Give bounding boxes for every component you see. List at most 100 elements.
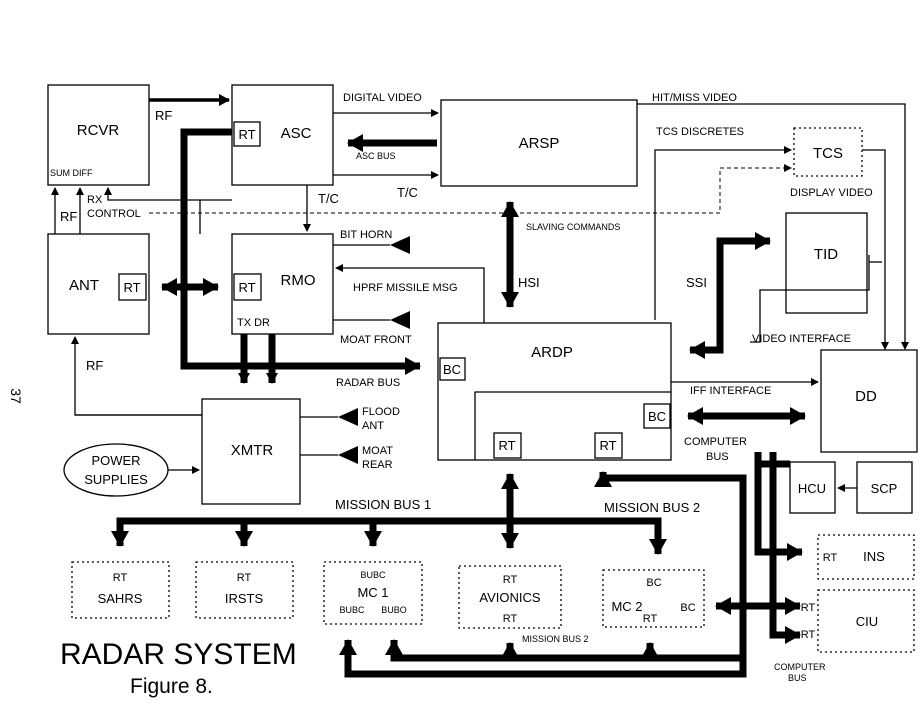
mission-bus-2-label: MISSION BUS 2 (604, 500, 700, 515)
ant-rt-port: RT (123, 280, 140, 295)
hsi-label: HSI (518, 275, 540, 290)
arsp-block: ARSP (440, 99, 638, 187)
thick-bus-lines (111, 128, 806, 678)
hit-miss-video-label: HIT/MISS VIDEO (652, 92, 737, 104)
display-video-label: DISPLAY VIDEO (790, 187, 873, 199)
signal-labels: RF DIGITAL VIDEO HIT/MISS VIDEO TCS DISC… (60, 92, 873, 683)
asc-rt-port: RT (238, 127, 255, 142)
ant-label: ANT (69, 277, 99, 294)
irsts-rt-port: RT (237, 572, 252, 584)
asc-label: ASC (281, 125, 312, 142)
mission-bus-2-small-label: MISSION BUS 2 (522, 634, 589, 644)
ardp-bc-port-left: BC (443, 362, 461, 377)
mc1-bubc-port-bottom: BUBC (339, 605, 365, 615)
asc-block: RT ASC (231, 84, 334, 186)
tcs-block: TCS (793, 127, 863, 177)
rcvr-sum-diff-label: SUM DIFF (50, 168, 93, 178)
rmo-rt-port: RT (238, 280, 255, 295)
rf-top-label: RF (155, 108, 172, 123)
computer-bus-small-label-1: COMPUTER (774, 662, 826, 672)
tc-down-label: T/C (318, 191, 339, 206)
mc2-block: BC MC 2 BC RT (602, 569, 705, 628)
rcvr-block: RCVR SUM DIFF (47, 84, 150, 186)
ardp-rt-port-2: RT (599, 438, 616, 453)
ciu-rt-port-1: RT (801, 602, 816, 614)
rmo-tx-dr-label: TX DR (237, 317, 270, 329)
ciu-label: CIU (856, 614, 878, 629)
computer-bus-ciu-line (769, 452, 801, 644)
xmtr-block: XMTR (201, 398, 301, 505)
avionics-rt-port-bottom: RT (503, 613, 518, 625)
rcvr-label: RCVR (77, 122, 120, 139)
hit-miss-video-line (637, 103, 909, 350)
diagram-title: RADAR SYSTEM (60, 638, 297, 671)
rf-ant-label: RF (86, 358, 103, 373)
computer-bus-small-label-2: BUS (788, 673, 807, 683)
tid-block: TID (785, 212, 868, 314)
ardp-rt-port-1: RT (498, 438, 515, 453)
moat-rear-label-2: REAR (362, 459, 393, 471)
tid-label: TID (814, 246, 838, 263)
ant-block: ANT RT (47, 233, 150, 335)
scp-block: SCP (856, 461, 913, 514)
rf-xmtr-loop (74, 400, 202, 416)
rf-left-label: RF (60, 209, 77, 224)
mc2-bc-port-top: BC (646, 577, 661, 589)
mission-bus-1-mc2-drop (510, 517, 667, 555)
mc1-block: BUBC MC 1 BUBC BUBO (323, 561, 423, 625)
rx-control-label-2: CONTROL (87, 208, 141, 220)
tc-right-label: T/C (397, 185, 418, 200)
flood-ant-label-2: ANT (362, 420, 384, 432)
hcu-label: HCU (798, 481, 826, 496)
mc2-rt-port: RT (643, 613, 658, 625)
mission-bus-1-label: MISSION BUS 1 (335, 497, 431, 512)
ardp-label: ARDP (531, 344, 573, 361)
rx-control-label-1: RX (87, 194, 103, 206)
avionics-rt-port-top: RT (503, 574, 518, 586)
bit-horn-label: BIT HORN (340, 229, 392, 241)
avionics-block: RT AVIONICS RT (458, 565, 562, 629)
figure-label: Figure 8. (130, 675, 213, 698)
ins-label: INS (863, 549, 885, 564)
ciu-block: RT RT CIU (801, 589, 915, 653)
radar-bus-label: RADAR BUS (336, 377, 400, 389)
sahrs-rt-port: RT (113, 572, 128, 584)
ardp-block: ARDP BC BC RT RT (437, 322, 672, 461)
thin-signal-lines (51, 94, 909, 492)
dd-block: DD (820, 349, 918, 453)
radar-bus-line (180, 128, 421, 375)
ssi-label: SSI (686, 275, 707, 290)
power-supplies-label-1: POWER (91, 453, 140, 468)
moat-rear-label-1: MOAT (362, 445, 393, 457)
moat-front-icon (390, 311, 410, 329)
flood-ant-icon (338, 408, 358, 426)
computer-bus-ins-line (754, 464, 803, 561)
rmo-label: RMO (281, 272, 316, 289)
sahrs-label: SAHRS (98, 591, 143, 606)
mission-bus-2-mc1-line (385, 639, 743, 662)
tcs-discretes-label: TCS DISCRETES (656, 126, 744, 138)
rmo-block: RT RMO TX DR (231, 233, 334, 335)
ssi-bus-line (689, 232, 771, 359)
display-video-line (862, 149, 889, 350)
hcu-block: HCU (789, 461, 836, 514)
mc1-bubc-port-top: BUBC (360, 570, 386, 580)
ins-rt-port: RT (823, 552, 838, 564)
mc1-bubo-port: BUBO (381, 605, 407, 615)
computer-bus-label-1: COMPUTER (684, 436, 747, 448)
ins-block: RT INS (817, 534, 915, 580)
computer-bus-label-2: BUS (706, 451, 729, 463)
mission-bus-2-ardp-line (594, 471, 747, 635)
moat-front-label: MOAT FRONT (340, 334, 412, 346)
irsts-label: IRSTS (225, 591, 264, 606)
avionics-label: AVIONICS (479, 590, 540, 605)
tcs-discretes-line (654, 146, 792, 320)
rx-control-line (104, 187, 232, 201)
power-supplies-block: POWER SUPPLIES (63, 443, 169, 497)
flood-ant-label-1: FLOOD (362, 406, 400, 418)
mc2-label: MC 2 (611, 599, 642, 614)
irsts-block: RT IRSTS (195, 561, 294, 619)
mc2-bc-port-right: BC (680, 602, 695, 614)
scp-label: SCP (871, 481, 898, 496)
